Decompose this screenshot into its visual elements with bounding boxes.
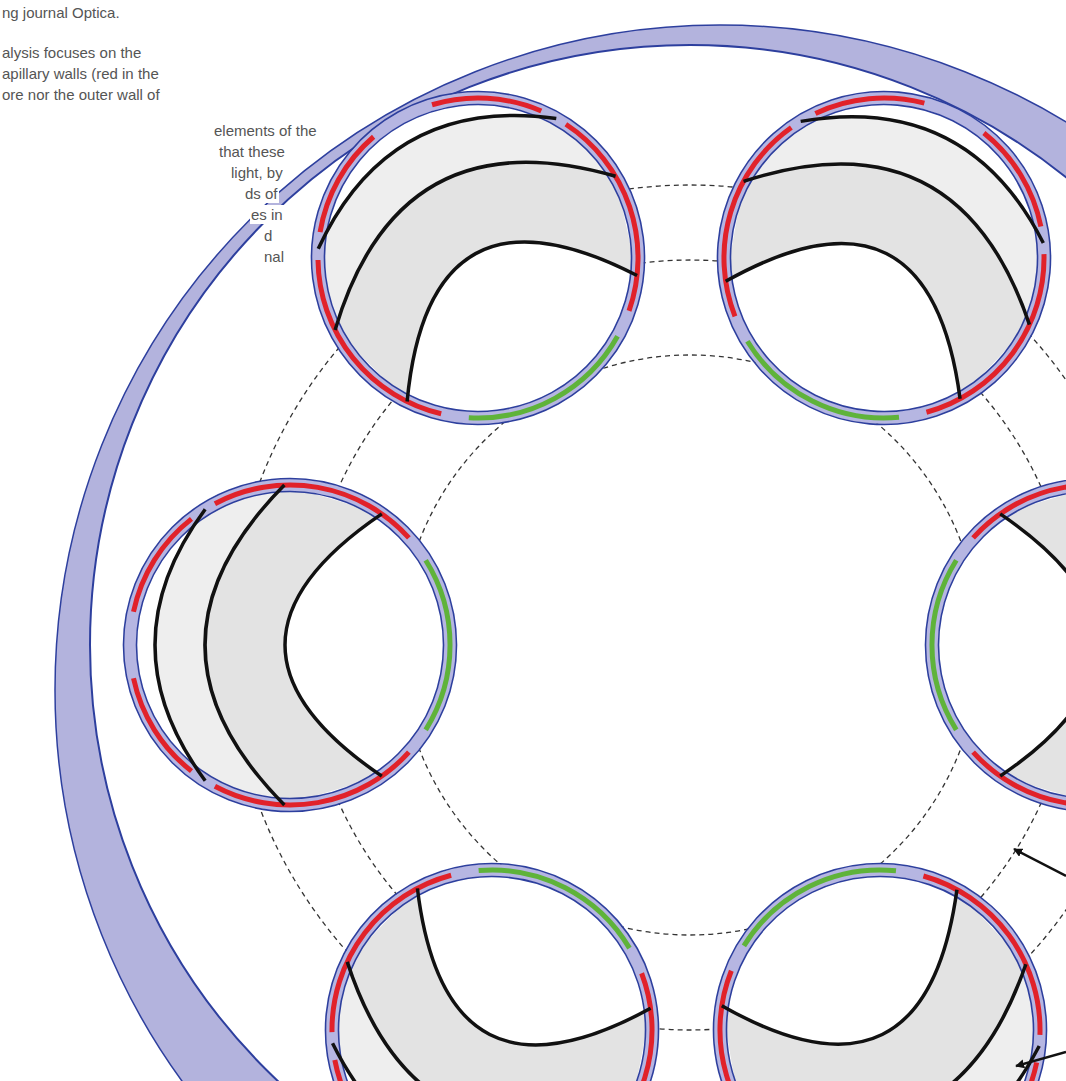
wall-outline bbox=[661, 35, 1066, 482]
wall-outline bbox=[678, 52, 1066, 464]
capillary-interior bbox=[666, 816, 1066, 1081]
capillary bbox=[124, 479, 457, 812]
pointer-arrows bbox=[1014, 849, 1066, 1066]
outer-wall bbox=[55, 25, 1066, 1081]
text-fragment: alysis focuses on the bbox=[1, 43, 142, 62]
ray-curve bbox=[722, 890, 1000, 1081]
ray-curve bbox=[294, 74, 556, 248]
ray-curve bbox=[801, 77, 1066, 243]
wall-outline bbox=[674, 824, 1066, 1081]
red-wall-segment bbox=[432, 60, 541, 155]
red-wall-segment bbox=[684, 971, 817, 1081]
hollow-core bbox=[90, 45, 1066, 1081]
ray-curve bbox=[361, 191, 637, 402]
red-wall-segment bbox=[536, 115, 676, 311]
text-fragment: elements of the bbox=[213, 121, 318, 140]
text-fragment: ng journal Optica. bbox=[1, 3, 121, 22]
wall-outline bbox=[252, 32, 704, 484]
ray-curve bbox=[373, 888, 650, 1081]
red-wall-segment bbox=[958, 133, 1066, 226]
text-fragment: d bbox=[263, 226, 273, 245]
capillary bbox=[252, 32, 704, 484]
red-wall-segment bbox=[973, 485, 1066, 538]
red-wall-segment bbox=[973, 752, 1066, 805]
wall-outline bbox=[939, 492, 1066, 799]
capillary-wall bbox=[932, 485, 1066, 805]
ray-curve bbox=[297, 107, 616, 330]
capillary-interior bbox=[261, 41, 695, 475]
ray-curve bbox=[285, 514, 382, 776]
capillary-wall bbox=[277, 815, 708, 1081]
grey-region bbox=[1000, 485, 1066, 805]
text-fragment: ore nor the outer wall of bbox=[1, 85, 161, 104]
wall-outline bbox=[926, 479, 1066, 812]
text-fragment: es in bbox=[250, 205, 284, 224]
capillary bbox=[268, 806, 716, 1081]
text-fragment: ds of bbox=[244, 184, 279, 203]
text-fragment: light, by bbox=[230, 163, 284, 182]
capillary-interior bbox=[932, 485, 1066, 805]
wall-outline bbox=[657, 807, 1066, 1081]
wall-outline bbox=[285, 823, 698, 1081]
ray-curve bbox=[155, 509, 205, 780]
red-wall-segment bbox=[815, 62, 924, 155]
wall-outline bbox=[124, 479, 457, 812]
capillary-wall bbox=[130, 485, 450, 805]
text-fragment: that these bbox=[218, 142, 286, 161]
wall-outline bbox=[137, 492, 444, 799]
wall-outline bbox=[268, 806, 716, 1081]
capillary bbox=[926, 479, 1066, 812]
red-wall-segment bbox=[688, 119, 822, 316]
capillary-wall bbox=[261, 41, 695, 475]
ray-curve bbox=[205, 485, 284, 805]
text-fragment: apillary walls (red in the bbox=[1, 64, 160, 83]
ray-curve bbox=[310, 1043, 574, 1081]
green-wall-segment bbox=[479, 849, 641, 948]
capillary bbox=[661, 35, 1066, 482]
red-wall-segment bbox=[553, 973, 689, 1081]
text-fragment: nal bbox=[263, 247, 285, 266]
red-wall-segment bbox=[302, 244, 442, 440]
green-wall-segment bbox=[736, 341, 899, 439]
green-wall-segment bbox=[469, 336, 629, 439]
capillary-wall bbox=[669, 43, 1066, 472]
ray-curve bbox=[744, 110, 1065, 324]
green-wall-segment bbox=[733, 849, 896, 946]
ray-curve bbox=[311, 962, 632, 1081]
capillary-wall bbox=[666, 816, 1066, 1081]
capillary-interior bbox=[130, 485, 450, 805]
capillary-interior bbox=[277, 815, 708, 1081]
capillary bbox=[657, 807, 1066, 1081]
green-wall-segment bbox=[426, 560, 450, 730]
wall-outline bbox=[270, 50, 687, 467]
ray-curve bbox=[1000, 514, 1066, 776]
ray-curve bbox=[726, 195, 1004, 399]
ray-curve bbox=[739, 964, 1061, 1081]
capillary-interior bbox=[669, 43, 1066, 472]
green-wall-segment bbox=[932, 560, 956, 730]
capillaries bbox=[124, 32, 1066, 1081]
red-wall-segment bbox=[292, 137, 401, 232]
